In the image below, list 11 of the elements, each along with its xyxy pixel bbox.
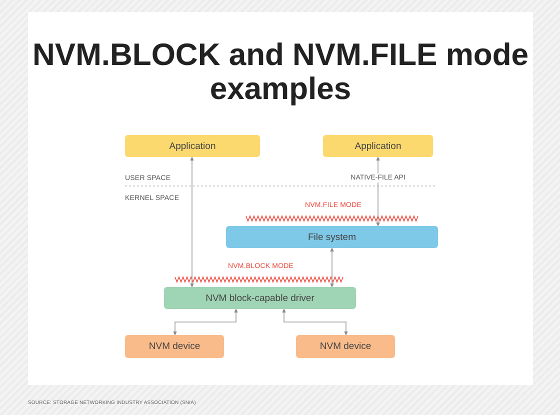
title: NVM.BLOCK and NVM.FILE mode examples xyxy=(32,38,530,106)
process-box: Application xyxy=(125,135,260,157)
connector-arrow xyxy=(282,308,348,336)
process-box: NVM device xyxy=(296,335,395,358)
process-box: File system xyxy=(226,226,438,248)
process-box: NVM device xyxy=(125,335,224,358)
connector-arrow xyxy=(330,248,334,288)
process-box: Application xyxy=(323,135,433,157)
connector-arrow xyxy=(190,156,194,288)
connector-arrow xyxy=(173,308,238,336)
process-box: NVM block-capable driver xyxy=(164,287,356,309)
